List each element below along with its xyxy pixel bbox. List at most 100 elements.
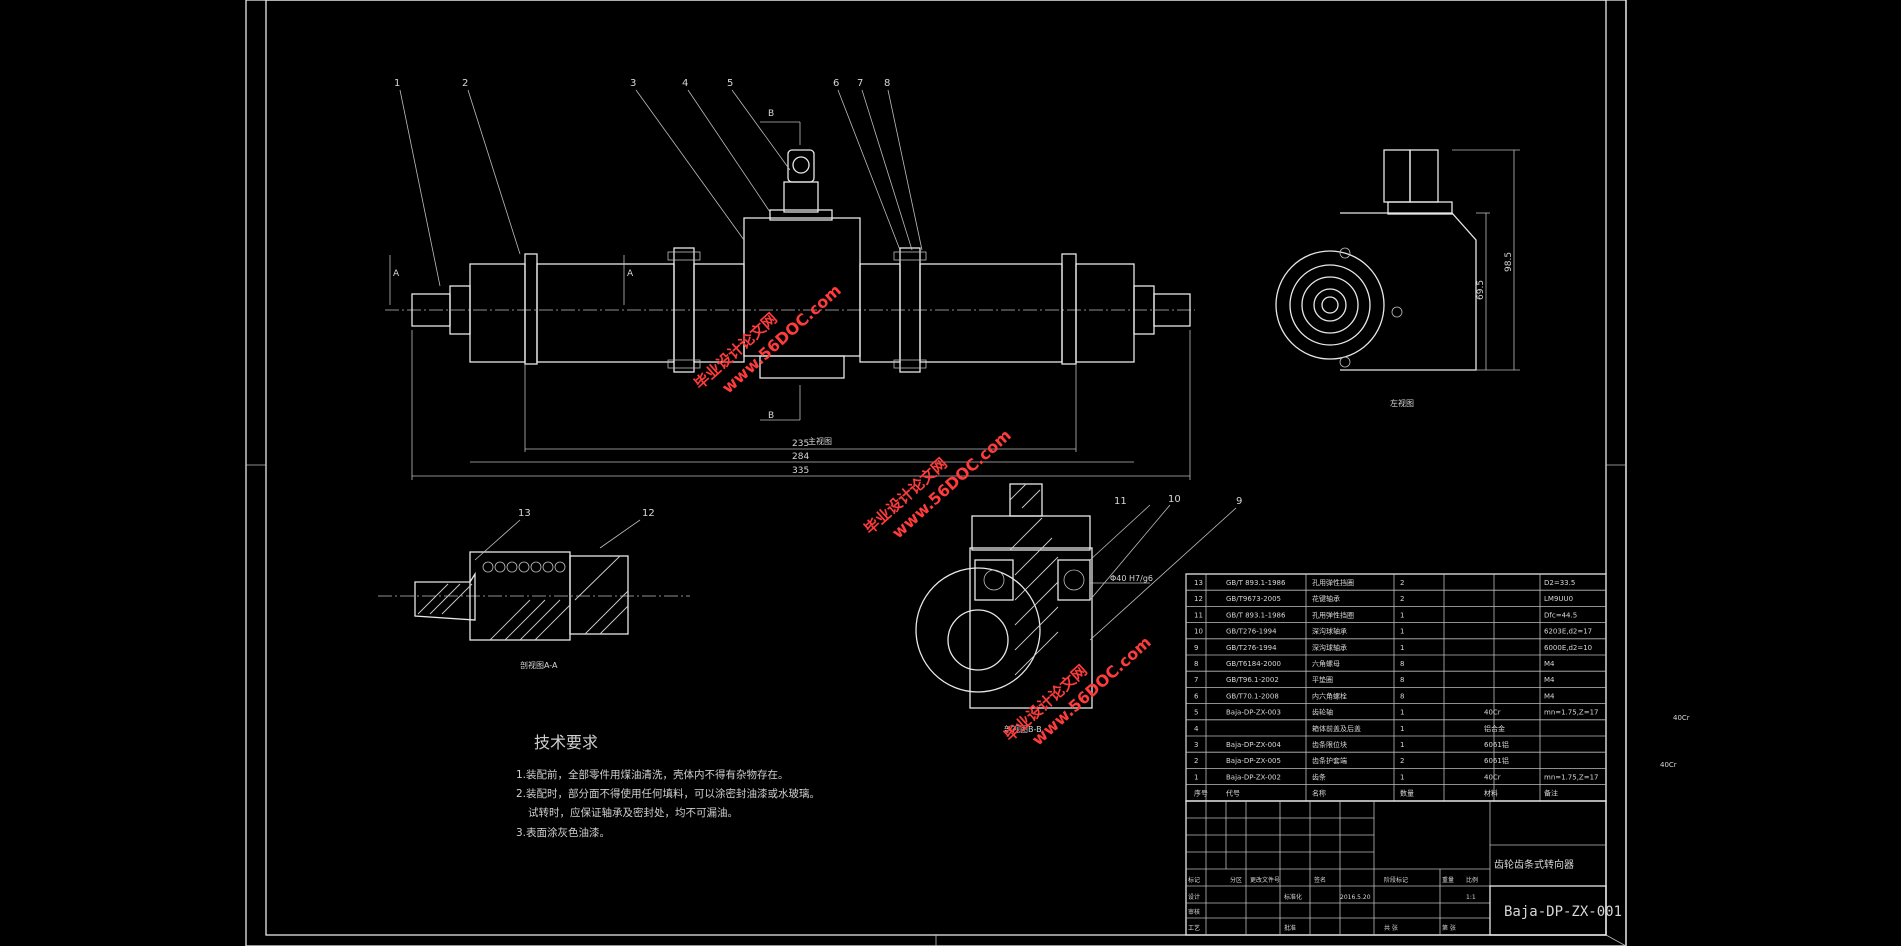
balloon-5: 5 — [727, 78, 733, 89]
bom-cell-note: D2=33.5 — [1544, 579, 1575, 587]
balloon-11: 11 — [1114, 496, 1127, 507]
title-block-texts: 齿轮齿条式转向器 Baja-DP-ZX-001 标记 分区 更改文件号 签名 设… — [1188, 858, 1622, 932]
bom-cell-code: GB/T 893.1-1986 — [1226, 611, 1286, 619]
bom-cell-no: 5 — [1194, 709, 1198, 717]
bom-cell-mat: 铝合金 — [1484, 724, 1505, 733]
tb-mark: 标记 — [1188, 876, 1200, 884]
bom-cell-name: 箱体前盖及后盖 — [1312, 724, 1361, 733]
balloon-7: 7 — [857, 78, 863, 89]
balloon-9: 9 — [1236, 496, 1242, 507]
bom-table — [1185, 573, 1607, 802]
bom-cell-name: 齿条 — [1312, 772, 1326, 781]
bom-cell-qty: 2 — [1400, 595, 1404, 603]
bom-cell-no: 7 — [1194, 676, 1198, 684]
bom-cell-note: M4 — [1544, 692, 1555, 700]
bom-cell-name: 六角螺母 — [1312, 659, 1340, 668]
label-side-view: 左视图 — [1390, 398, 1414, 408]
tb-sign: 签名 — [1314, 876, 1326, 884]
bom-cell-mat: 6061铝 — [1484, 740, 1509, 749]
view-labels: 主视图 左视图 剖视图A-A 剖视图B-B — [520, 398, 1414, 734]
bom-cell-qty: 1 — [1400, 644, 1404, 652]
balloon-4: 4 — [682, 78, 688, 89]
bom-cell-qty: 1 — [1400, 628, 1404, 636]
bom-cell-no: 3 — [1194, 741, 1198, 749]
bom-cell-no: 2 — [1194, 757, 1198, 765]
bom-cell-no: 13 — [1194, 579, 1203, 587]
bom-cell-code: GB/T70.1-2008 — [1226, 692, 1279, 700]
bom-cell-name: 孔用弹性挡圈 — [1312, 610, 1354, 619]
bom-cell-note: Dfc=44.5 — [1544, 611, 1577, 619]
bom-cell-note: 6203E,d2=17 — [1544, 628, 1592, 636]
title-block — [1185, 800, 1607, 936]
tb-approve: 批准 — [1284, 924, 1296, 932]
tech-line-3: 试转时，应保证轴承及密封处，均不可漏油。 — [528, 806, 738, 819]
tb-design: 设计 — [1188, 893, 1200, 901]
tb-scale-val: 1:1 — [1466, 894, 1476, 901]
dim-98-5: 98.5 — [1504, 252, 1514, 272]
bom-cell-name: 齿条护套端 — [1312, 756, 1347, 765]
bom-cell-name: 平垫圈 — [1312, 675, 1333, 684]
bom-cell-note: mn=1.75,Z=17 — [1544, 709, 1599, 717]
bom-cell-name: 深沟球轴承 — [1312, 627, 1347, 636]
tb-sheet-no: 第 张 — [1442, 924, 1456, 932]
bom-cell-code: Baja-DP-ZX-004 — [1226, 741, 1282, 749]
dim-335: 335 — [792, 466, 809, 476]
side-view — [1275, 149, 1520, 371]
tb-stage: 阶段标记 — [1384, 876, 1408, 884]
bom-cell-qty: 2 — [1400, 579, 1404, 587]
balloon-2: 2 — [462, 78, 468, 89]
bom-cell-code: GB/T 893.1-1986 — [1226, 579, 1286, 587]
tech-requirements: 技术要求 1.装配前，全部零件用煤油清洗，壳体内不得有杂物存在。 2.装配时，部… — [516, 733, 820, 839]
tb-weight: 重量 — [1442, 876, 1454, 884]
bom-header-note: 备注 — [1544, 789, 1558, 798]
tb-zones: 分区 — [1230, 876, 1242, 884]
bom-cell-code: GB/T96.1-2002 — [1226, 676, 1279, 684]
bom-cell-no: 1 — [1194, 773, 1198, 781]
bom-cell-no: 4 — [1194, 725, 1199, 733]
section-mark-b-bottom: B — [768, 411, 774, 421]
tb-change-doc: 更改文件号 — [1250, 876, 1280, 884]
bom-cell-no: 12 — [1194, 595, 1203, 603]
tech-title: 技术要求 — [534, 733, 598, 752]
section-marks: A A B B — [393, 109, 774, 421]
bom-cell-mat: 40Cr — [1484, 773, 1501, 781]
label-section-b: 剖视图B-B — [1004, 724, 1042, 734]
dim-fit: Φ40 H7/g6 — [1110, 574, 1153, 583]
bom-cell-qty: 8 — [1400, 660, 1404, 668]
tb-scale: 比例 — [1466, 876, 1478, 884]
bom-cell-name: 齿条限位块 — [1312, 740, 1347, 749]
bom-cell-name: 孔用弹性挡圈 — [1312, 578, 1354, 587]
bom-cell-no: 6 — [1194, 692, 1199, 700]
bom-header-name: 名称 — [1312, 789, 1326, 798]
bom-cell-code: GB/T6184-2000 — [1226, 660, 1281, 668]
balloon-13: 13 — [518, 508, 531, 519]
label-front-view: 主视图 — [808, 436, 832, 446]
section-mark-a-right: A — [627, 269, 634, 279]
balloon-6: 6 — [833, 78, 839, 89]
section-mark-b-top: B — [768, 109, 774, 119]
balloon-1: 1 — [394, 78, 400, 89]
tb-date: 2016.5.20 — [1340, 894, 1371, 901]
bom-cell-qty: 8 — [1400, 676, 1404, 684]
dim-235: 235 — [792, 439, 809, 449]
drawing-number: Baja-DP-ZX-001 — [1504, 904, 1622, 920]
bom-cell-qty: 1 — [1400, 773, 1404, 781]
bom-cell-code: Baja-DP-ZX-003 — [1226, 709, 1281, 717]
bom-header-qty: 数量 — [1400, 789, 1414, 798]
tb-check: 审核 — [1188, 908, 1200, 916]
tech-line-4: 3.表面涂灰色油漆。 — [516, 826, 610, 839]
watermarks: 毕业设计论文网 www.56DOC.com 毕业设计论文网 www.56DOC.… — [691, 280, 1155, 749]
tb-sheet-total: 共 张 — [1384, 924, 1398, 932]
dim-69-5: 69.5 — [1476, 280, 1486, 300]
bom-cell-code: GB/T9673-2005 — [1226, 595, 1281, 603]
bom-cell-name: 齿轮轴 — [1312, 708, 1333, 717]
bom-cell-mat: 40Cr — [1484, 709, 1501, 717]
balloon-12: 12 — [642, 508, 655, 519]
sheet-border — [245, 0, 1627, 946]
bom-cell-qty: 2 — [1400, 757, 1404, 765]
margin-note-2: 40Cr — [1660, 761, 1677, 769]
bom-cell-code: GB/T276-1994 — [1226, 644, 1277, 652]
tb-std: 标准化 — [1284, 893, 1302, 901]
